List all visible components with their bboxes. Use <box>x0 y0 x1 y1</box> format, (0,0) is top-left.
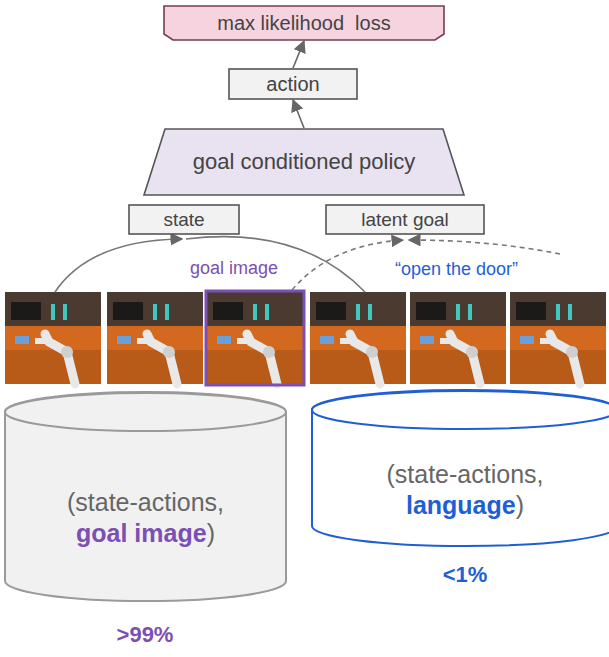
frame <box>5 292 101 384</box>
frame <box>107 292 203 384</box>
sample-line <box>186 237 365 292</box>
dataset-cylinder: (state-actions,language) <box>311 390 609 547</box>
input-box: state <box>128 204 240 235</box>
node-shape <box>312 390 609 546</box>
dataset-cylinder: (state-actions,goal image) <box>4 392 287 602</box>
loss-box: max likelihood loss <box>163 5 445 41</box>
cylinder-top <box>5 393 286 431</box>
goal-dashed-line <box>409 240 560 254</box>
input-box: latent goal <box>325 204 485 235</box>
text-wrap: latent goal <box>325 204 485 235</box>
goal-frame-border <box>206 291 304 385</box>
cylinder-top <box>312 391 609 429</box>
frame <box>310 292 406 384</box>
text-wrap: action <box>228 68 358 100</box>
goal-label: goal image <box>190 258 278 280</box>
policy-trapezoid: goal conditioned policy <box>143 128 465 196</box>
instruction-label: “open the door” <box>395 259 518 281</box>
frame <box>510 292 606 384</box>
sample-line <box>55 239 182 292</box>
text-wrap: max likelihood loss <box>163 5 445 41</box>
node-text: (state-actions, <box>311 459 609 490</box>
text-wrap: state <box>128 204 240 235</box>
text-wrap: goal conditioned policy <box>143 128 465 196</box>
node-text: ) <box>516 491 524 519</box>
share-label: <1% <box>443 562 488 588</box>
node-text: state <box>163 208 204 232</box>
node-text: ) <box>207 519 215 547</box>
text-line: goal image) <box>4 518 287 549</box>
node-shape <box>5 392 286 601</box>
text-line: language) <box>311 490 609 521</box>
goal-dashed-line <box>292 240 403 290</box>
node-text: latent goal <box>361 208 449 232</box>
node-shape <box>144 129 464 195</box>
node-text: goal image <box>76 519 207 547</box>
node-shape <box>326 205 484 234</box>
arrow-connector <box>293 100 304 128</box>
frame <box>207 292 303 384</box>
share-label: >99% <box>117 622 174 648</box>
arrow-connector <box>293 41 304 68</box>
node-text: (state-actions, <box>4 487 287 518</box>
text-wrap: (state-actions,goal image) <box>4 392 287 602</box>
node-text: language <box>406 491 516 519</box>
node-shape <box>229 69 357 99</box>
text-wrap: (state-actions,language) <box>311 390 609 547</box>
node-text: action <box>266 72 319 97</box>
frame <box>410 292 506 384</box>
node-text: max likelihood loss <box>217 11 390 36</box>
node-shape <box>129 205 239 234</box>
node-shape <box>164 6 444 40</box>
output-box: action <box>228 68 358 100</box>
node-text: goal conditioned policy <box>193 148 416 176</box>
